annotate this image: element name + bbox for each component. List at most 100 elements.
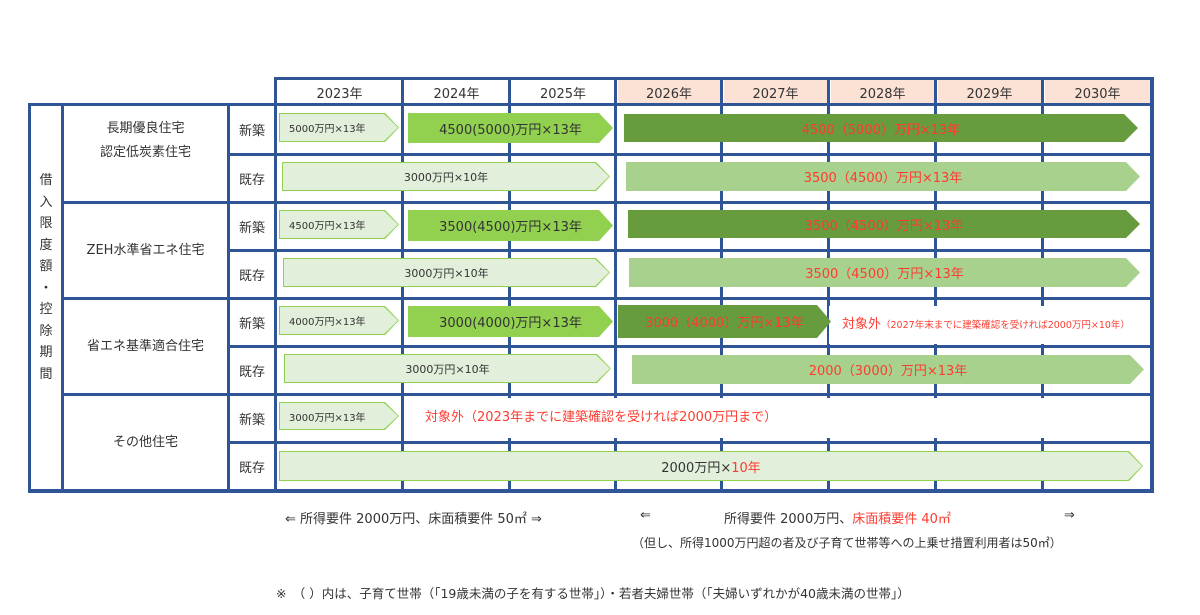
grid-line	[61, 103, 64, 493]
bar-2026-2030: 4500（5000）万円×13年	[624, 114, 1138, 142]
kind-existing: 既存	[238, 365, 265, 380]
vertical-char: 除	[39, 323, 53, 339]
bar-2023: 4000万円×13年	[279, 306, 399, 335]
grid-line	[229, 345, 1154, 348]
bar-label: 3500(4500)万円×13年	[439, 220, 582, 235]
vertical-char: 額	[39, 259, 53, 274]
year-header-2024: 2024年	[433, 86, 480, 102]
grid-line	[227, 103, 230, 493]
vertical-char: 度	[39, 237, 53, 253]
bar-label: 4000万円×13年	[289, 317, 366, 328]
footer-arrow-left: ⇐	[640, 508, 651, 523]
year-header-2023: 2023年	[316, 86, 363, 102]
bar-label: 3000万円×10年	[404, 266, 489, 280]
bar-2023: 3000万円×13年	[279, 402, 399, 430]
bar-label: 3000万円×10年	[403, 170, 489, 184]
category-line: 認定低炭素住宅	[99, 145, 191, 160]
category-long-life-low-carbon: 長期優良住宅 認定低炭素住宅	[64, 106, 227, 176]
footer-income-requirement: 所得要件 2000万円、	[724, 512, 853, 527]
bar-2024-2025: 3500(4500)万円×13年	[408, 210, 613, 241]
category-line: 長期優良住宅	[106, 121, 185, 136]
kind-new: 新築	[238, 221, 265, 236]
vertical-label-limit-and-period: 借 入 限 度 額 ・ 控 除 期 間	[30, 170, 62, 385]
bar-label: 3000（4000）万円×13年	[645, 316, 804, 331]
bar-label: 3500（4500）万円×13年	[803, 171, 963, 186]
footer-floor-area-requirement: 床面積要件 40㎡	[852, 512, 951, 527]
bar-label: 3000万円×13年	[289, 412, 366, 424]
bar-2023: 5000万円×13年	[279, 113, 399, 142]
bar-2024-2025: 4500(5000)万円×13年	[408, 113, 613, 143]
grid-line	[62, 297, 1154, 300]
category-zeh: ZEH水準省エネ住宅	[64, 204, 227, 297]
grid-line	[1150, 77, 1154, 493]
grid-line	[614, 77, 617, 493]
bar-label: 4500（5000）万円×13年	[801, 122, 961, 138]
vertical-char: 間	[39, 366, 53, 382]
bar-label-period: 10年	[731, 460, 761, 476]
not-eligible-note-other: 対象外（2023年までに建築確認を受ければ2000万円まで）	[425, 410, 778, 425]
bar-2026-2030: 3500（4500）万円×13年	[626, 162, 1140, 191]
category-line: その他住宅	[112, 434, 178, 450]
note-cover	[404, 398, 1150, 438]
bar-label: 5000万円×13年	[289, 124, 366, 135]
year-header-2026: 2026年	[618, 80, 720, 104]
kind-existing: 既存	[238, 173, 265, 188]
vertical-char: ・	[39, 280, 53, 296]
vertical-char: 期	[39, 345, 53, 360]
bar-2026-2030: 3500（4500）万円×13年	[629, 258, 1140, 287]
footer-requirement-until-2025: ⇐ 所得要件 2000万円、床面積要件 50㎡ ⇒	[285, 512, 542, 527]
footer-parenthesis-note: ※ （ ）内は、子育て世帯（「19歳未満の子を有する世帯」）・若者夫婦世帯（「夫…	[276, 586, 910, 601]
vertical-char: 控	[39, 302, 53, 317]
grid-line	[62, 393, 1154, 396]
vertical-char: 入	[39, 194, 53, 210]
category-line: 省エネ基準適合住宅	[86, 338, 204, 354]
bar-label: 3500（4500）万円×13年	[804, 218, 964, 234]
not-eligible-detail: （2027年末までに建築確認を受ければ2000万円×10年）	[881, 320, 1130, 331]
bar-label: 3000万円×10年	[405, 362, 490, 376]
kind-new: 新築	[238, 413, 265, 428]
grid-line	[274, 77, 1154, 80]
bar-2026-2027: 3000（4000）万円×13年	[618, 305, 831, 338]
bar-label: 2000万円×10年	[661, 457, 761, 476]
grid-line	[274, 77, 277, 493]
kind-existing: 既存	[238, 269, 265, 284]
vertical-char: 借	[39, 173, 53, 188]
grid-line	[28, 103, 1154, 106]
category-other: その他住宅	[64, 396, 227, 489]
vertical-char: 限	[39, 216, 53, 231]
bar-2023: 4500万円×13年	[279, 210, 399, 239]
category-line: ZEH水準省エネ住宅	[86, 242, 205, 258]
footer-arrow-right: ⇒	[1064, 508, 1075, 523]
bar-label: 3500（4500）万円×13年	[805, 267, 964, 282]
note-cover	[829, 306, 1150, 344]
grid-line	[28, 103, 31, 493]
bar-label: 4500(5000)万円×13年	[439, 122, 582, 138]
bar-2023-2030: 2000万円×10年	[279, 451, 1143, 481]
year-header-2027: 2027年	[724, 80, 827, 104]
kind-new: 新築	[238, 124, 265, 139]
bar-2024-2025: 3000(4000)万円×13年	[408, 306, 613, 337]
bar-2023-2025: 3000万円×10年	[283, 258, 610, 287]
year-header-2028: 2028年	[831, 80, 934, 104]
grid-line	[229, 249, 1154, 252]
grid-line	[62, 201, 1154, 204]
grid-line	[28, 489, 1154, 493]
bar-label: 2000（3000）万円×13年	[808, 364, 968, 379]
year-header-2030: 2030年	[1045, 80, 1150, 104]
not-eligible-label: 対象外	[842, 317, 882, 332]
footer-requirement-from-2026: 所得要件 2000万円、床面積要件 40㎡	[724, 508, 951, 527]
bar-label-amount: 2000万円×	[661, 460, 732, 476]
kind-new: 新築	[238, 317, 265, 332]
bar-2023-2025: 3000万円×10年	[282, 162, 610, 191]
category-energy-standard: 省エネ基準適合住宅	[64, 300, 227, 393]
bar-label: 4500万円×13年	[289, 221, 366, 232]
year-header-2029: 2029年	[938, 80, 1041, 104]
bar-2023-2025: 3000万円×10年	[284, 354, 611, 383]
bar-2026-2030: 2000（3000）万円×13年	[632, 355, 1144, 384]
bar-2026-2030: 3500（4500）万円×13年	[628, 210, 1140, 238]
grid-line	[229, 153, 1154, 156]
grid-line	[229, 441, 1154, 444]
year-header-2025: 2025年	[539, 86, 587, 102]
not-eligible-note-energy-standard: 対象外（2027年末までに建築確認を受ければ2000万円×10年）	[842, 313, 1130, 332]
footer-exception-note: （但し、所得1000万円超の者及び子育て世帯等への上乗せ措置利用者は50㎡）	[632, 536, 1062, 550]
